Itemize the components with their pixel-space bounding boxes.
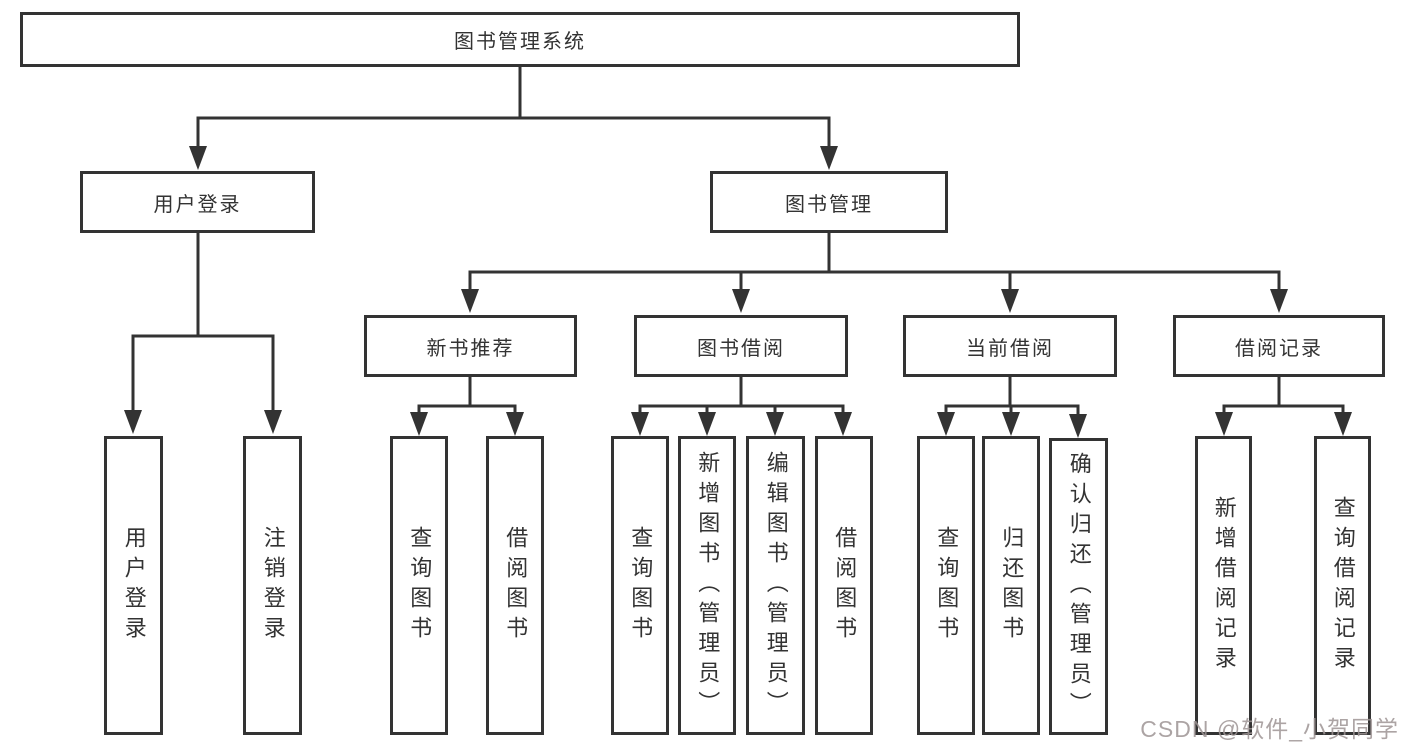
leaf-query-books-borrowing: 查询图书 bbox=[611, 436, 669, 735]
leaf-add-borrow-record-label: 新增借阅记录 bbox=[1211, 495, 1237, 676]
node-user-login-label: 用户登录 bbox=[153, 193, 242, 216]
connector-book-mgmt-to-level2 bbox=[461, 233, 1288, 313]
node-root: 图书管理系统 bbox=[20, 12, 1020, 67]
leaf-borrow-books-recommend: 借阅图书 bbox=[486, 436, 544, 735]
connector-user-login-to-leaves bbox=[124, 233, 282, 434]
leaf-return-books: 归还图书 bbox=[982, 436, 1040, 735]
leaf-query-borrow-record-label: 查询借阅记录 bbox=[1330, 495, 1356, 676]
node-new-book-recommend: 新书推荐 bbox=[364, 315, 577, 377]
leaf-query-books-recommend: 查询图书 bbox=[390, 436, 448, 735]
leaf-confirm-return-admin: 确认归还（管理员） bbox=[1049, 438, 1108, 735]
leaf-edit-books-admin-label: 编辑图书（管理员） bbox=[763, 450, 789, 721]
connector-root-to-level1 bbox=[189, 67, 838, 170]
node-root-label: 图书管理系统 bbox=[454, 31, 586, 53]
node-book-borrowing-label: 图书借阅 bbox=[697, 337, 785, 360]
node-current-borrowing-label: 当前借阅 bbox=[966, 337, 1054, 360]
node-current-borrowing: 当前借阅 bbox=[903, 315, 1117, 377]
leaf-query-books-borrowing-label: 查询图书 bbox=[628, 525, 654, 646]
node-book-management-label: 图书管理 bbox=[785, 193, 873, 216]
connector-borrow-records-to-leaves bbox=[1215, 377, 1352, 436]
node-new-book-recommend-label: 新书推荐 bbox=[426, 337, 515, 360]
leaf-logout: 注销登录 bbox=[243, 436, 302, 735]
leaf-borrow-books-borrowing: 借阅图书 bbox=[815, 436, 873, 735]
leaf-query-books-recommend-label: 查询图书 bbox=[407, 525, 433, 646]
node-book-borrowing: 图书借阅 bbox=[634, 315, 848, 377]
leaf-user-login: 用户登录 bbox=[104, 436, 163, 735]
leaf-borrow-books-recommend-label: 借阅图书 bbox=[503, 525, 529, 646]
leaf-return-books-label: 归还图书 bbox=[999, 525, 1025, 646]
leaf-user-login-label: 用户登录 bbox=[121, 525, 147, 646]
node-user-login: 用户登录 bbox=[80, 171, 315, 233]
leaf-logout-label: 注销登录 bbox=[260, 525, 286, 646]
node-borrowing-records: 借阅记录 bbox=[1173, 315, 1385, 377]
leaf-add-books-admin-label: 新增图书（管理员） bbox=[695, 450, 721, 721]
leaf-add-books-admin: 新增图书（管理员） bbox=[678, 436, 736, 735]
connector-new-book-rec-to-leaves bbox=[410, 377, 524, 436]
connector-book-borrow-to-leaves bbox=[631, 377, 852, 436]
node-book-management: 图书管理 bbox=[710, 171, 948, 233]
leaf-add-borrow-record: 新增借阅记录 bbox=[1195, 436, 1252, 735]
leaf-query-books-current-label: 查询图书 bbox=[934, 525, 960, 646]
leaf-confirm-return-admin-label: 确认归还（管理员） bbox=[1066, 451, 1092, 722]
connector-current-borrow-to-leaves bbox=[937, 377, 1087, 438]
leaf-query-books-current: 查询图书 bbox=[917, 436, 975, 735]
leaf-borrow-books-borrowing-label: 借阅图书 bbox=[832, 525, 858, 646]
node-borrowing-records-label: 借阅记录 bbox=[1235, 337, 1323, 360]
leaf-query-borrow-record: 查询借阅记录 bbox=[1314, 436, 1371, 735]
leaf-edit-books-admin: 编辑图书（管理员） bbox=[746, 436, 805, 735]
